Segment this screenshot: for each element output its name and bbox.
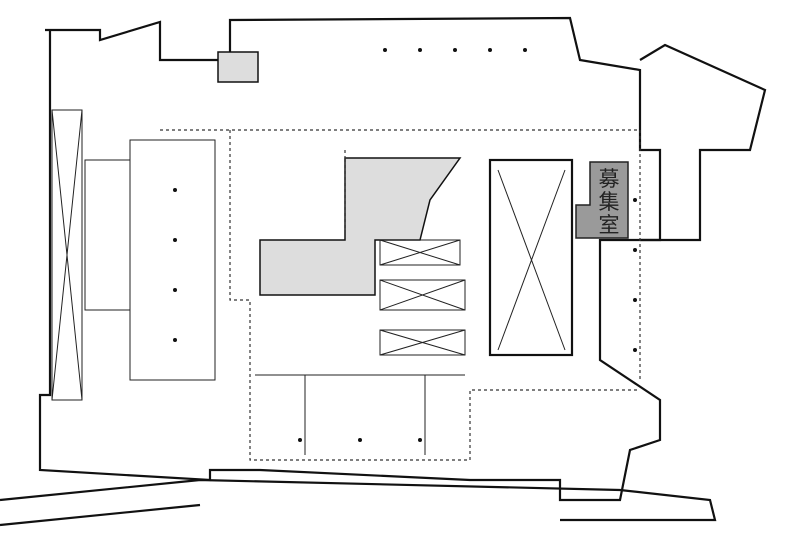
highlighted-room	[575, 161, 629, 239]
atrium	[488, 158, 574, 357]
elevator-bank	[379, 239, 466, 356]
courtyard	[259, 157, 462, 296]
left-core	[51, 109, 83, 401]
columns	[173, 48, 637, 442]
small-courtyard	[217, 51, 259, 83]
bottom-strip	[0, 478, 717, 527]
route-line	[160, 129, 641, 461]
highlighted-room-label: 募集室	[598, 167, 620, 237]
west-hall	[129, 139, 216, 381]
right-wing	[639, 43, 767, 242]
left-hall	[84, 159, 131, 311]
